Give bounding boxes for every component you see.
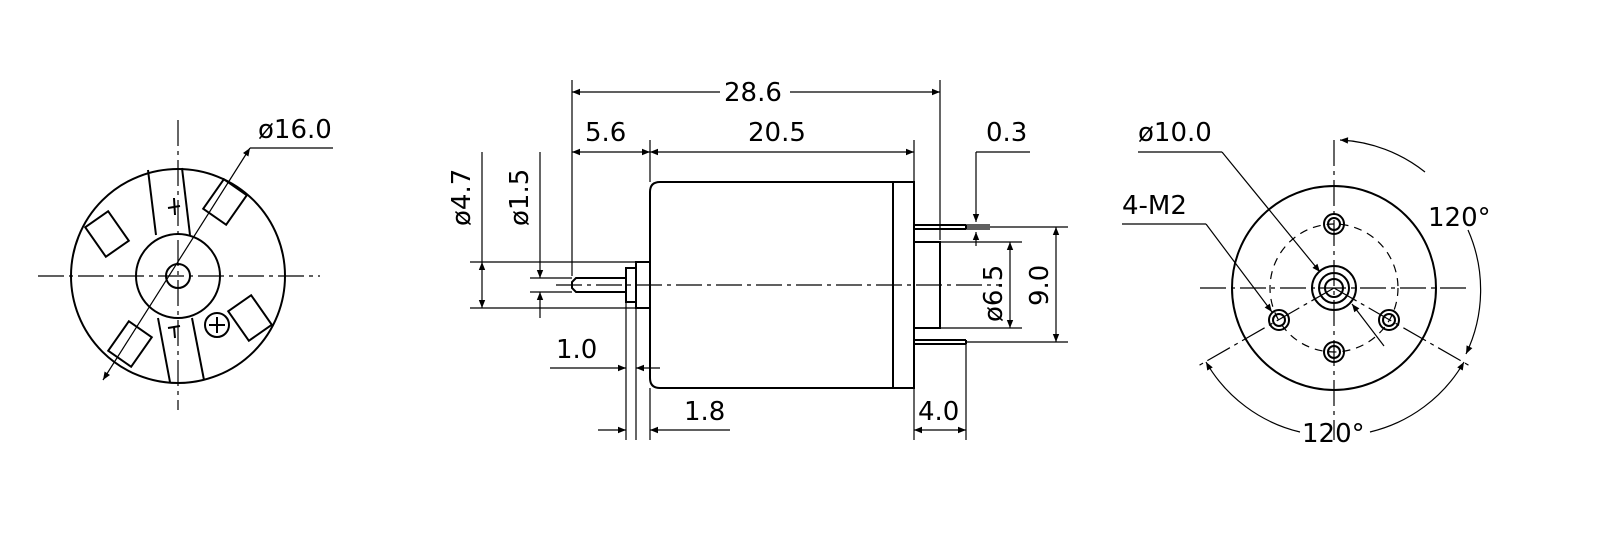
boss-diameter-label: ø6.5 — [979, 265, 1009, 322]
hole-spec-label: 4-M2 — [1122, 191, 1187, 221]
mount-hole — [1378, 309, 1400, 331]
terminal-tab — [106, 319, 154, 369]
front-diameter-leader — [102, 147, 251, 381]
side-view: 28.6 5.6 20.5 0.3 ø4.7 ø1.5 ø6.5 — [447, 78, 1068, 440]
terminal-tab — [226, 293, 274, 343]
front-diameter-label: ø16.0 — [258, 115, 332, 145]
terminal-length-label: 4.0 — [918, 397, 959, 427]
slot-line — [181, 167, 191, 236]
rear-diameter-leader — [1351, 303, 1385, 347]
shoulder-diameter-label: ø4.7 — [447, 169, 477, 226]
angle-arc-lower — [1369, 361, 1465, 433]
angle-arc-upper — [1339, 137, 1426, 173]
motor-body — [649, 181, 915, 389]
rear-radial-centerline — [1333, 287, 1471, 367]
mount-hole-inner — [1272, 313, 1286, 327]
shaft-diameter-label: ø1.5 — [505, 169, 535, 226]
slot-line — [147, 169, 157, 236]
terminal-tab — [83, 209, 131, 259]
mount-hole-inner — [1382, 313, 1396, 327]
boss-length-label: 1.8 — [684, 397, 725, 427]
rear-diameter-label: ø10.0 — [1138, 118, 1212, 148]
rear-diameter-leader — [1221, 151, 1321, 273]
body-length-label: 20.5 — [748, 118, 806, 148]
slot-line — [191, 317, 205, 381]
angle-arc-upper — [1465, 229, 1482, 355]
terminal-thickness-label: 0.3 — [986, 118, 1027, 148]
front-view: ø16.0 — [38, 115, 333, 410]
overall-length-label: 28.6 — [724, 78, 782, 108]
terminal-tab — [201, 177, 249, 227]
rear-view: ø10.0 4-M2 120° 120° — [1122, 118, 1491, 449]
terminal-spacing-label: 9.0 — [1025, 265, 1055, 306]
angle-arc-lower — [1205, 361, 1301, 433]
plus-mark — [209, 317, 225, 333]
mount-hole — [1268, 309, 1290, 331]
angle-lower-label: 120° — [1302, 419, 1365, 449]
shaft-length-label: 5.6 — [585, 118, 626, 148]
hole-leader — [1205, 223, 1273, 313]
angle-upper-label: 120° — [1428, 203, 1491, 233]
flange-thickness-label: 1.0 — [556, 335, 597, 365]
rear-radial-centerline — [1197, 287, 1335, 367]
